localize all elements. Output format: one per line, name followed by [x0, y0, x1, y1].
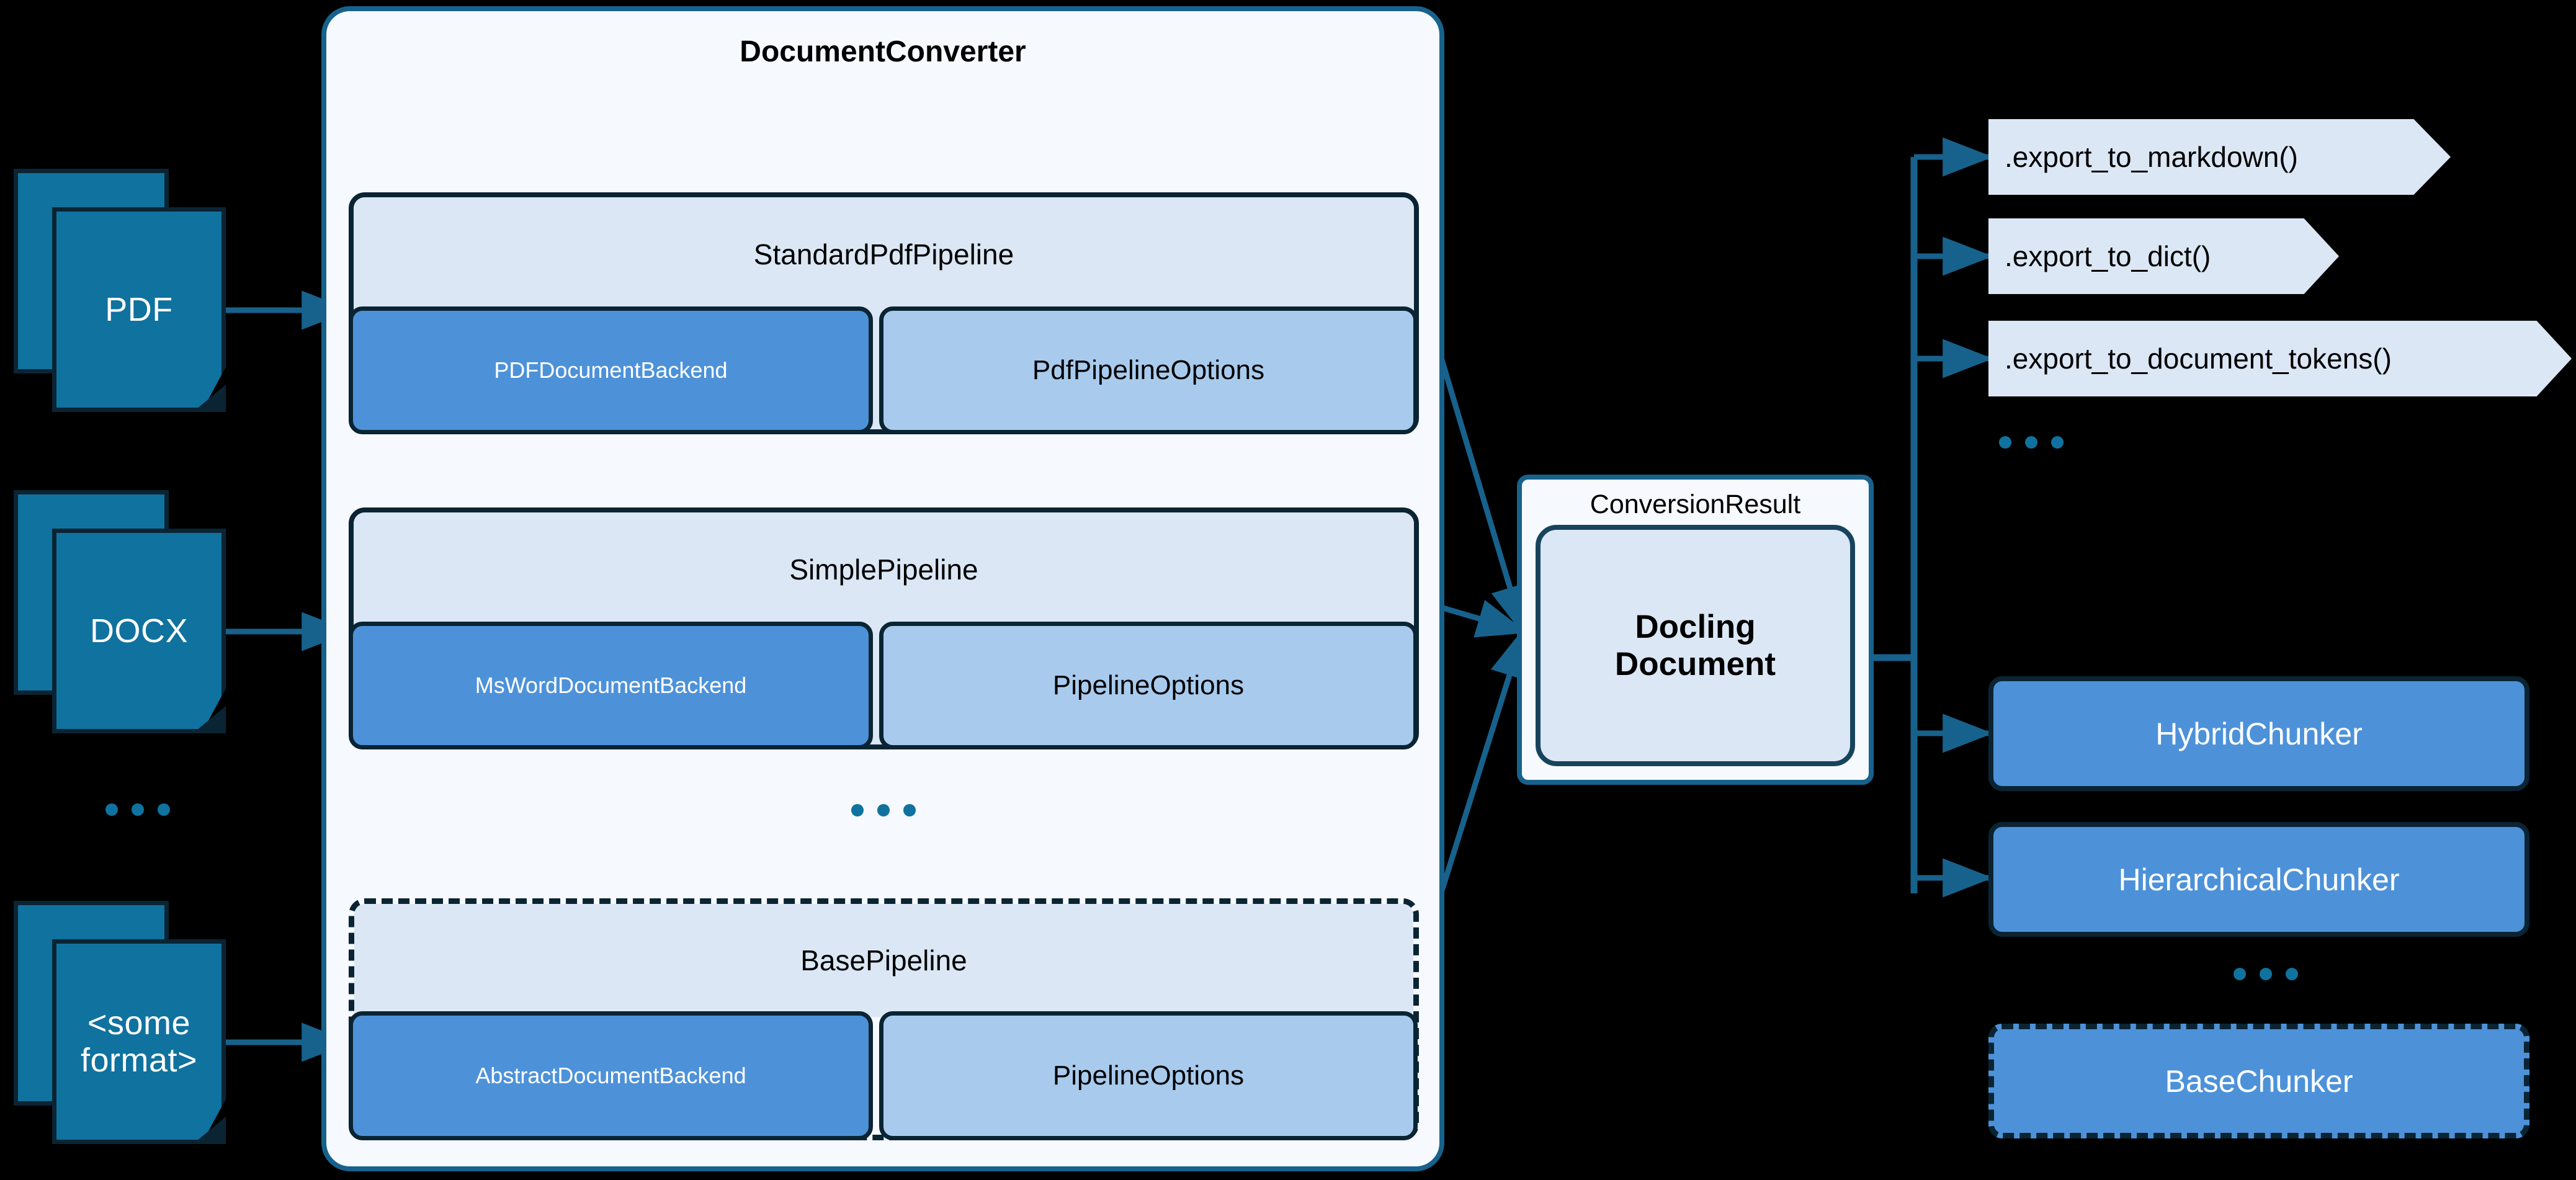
doc-front-sheet: PDF	[52, 207, 226, 412]
dot-icon	[903, 804, 916, 816]
pipeline-base[interactable]: BasePipeline AbstractDocumentBackend Pip…	[349, 898, 1419, 1140]
pipeline-options-slot[interactable]: PipelineOptions	[879, 1011, 1418, 1140]
pipeline-name: BasePipeline	[354, 904, 1413, 1017]
dot-icon	[1999, 436, 2011, 449]
pipeline-simple[interactable]: SimplePipeline MsWordDocumentBackend Pip…	[349, 507, 1419, 749]
chunkers-ellipsis	[2234, 968, 2298, 980]
conversion-result-box[interactable]: ConversionResult Docling Document	[1517, 475, 1874, 785]
dot-icon	[877, 804, 890, 816]
dot-icon	[2260, 968, 2272, 980]
input-document-label: PDF	[105, 290, 173, 328]
export-to-document-tokens-shape[interactable]: .export_to_document_tokens()	[1988, 321, 2572, 396]
export-to-markdown-shape[interactable]: .export_to_markdown()	[1988, 119, 2451, 195]
dot-icon	[132, 803, 144, 816]
export-to-dict-shape[interactable]: .export_to_dict()	[1988, 218, 2339, 294]
dot-icon	[2025, 436, 2037, 449]
docling-document-line1: Docling	[1635, 609, 1756, 646]
chunker-hierarchical[interactable]: HierarchicalChunker	[1988, 822, 2529, 937]
page-fold-icon	[193, 706, 226, 733]
page-fold-icon	[193, 1117, 226, 1144]
dot-icon	[851, 804, 864, 816]
input-document-label-line2: format>	[80, 1042, 198, 1079]
converter-ellipsis	[851, 804, 916, 816]
dot-icon	[158, 803, 170, 816]
pipeline-backend-slot[interactable]: MsWordDocumentBackend	[349, 622, 873, 749]
chunker-base[interactable]: BaseChunker	[1988, 1024, 2529, 1138]
input-ellipsis	[105, 803, 170, 816]
pipeline-slots: MsWordDocumentBackend PipelineOptions	[349, 622, 1418, 749]
input-document-docx[interactable]: DOCX	[14, 490, 226, 738]
input-document-label-line1: <some	[87, 1004, 191, 1042]
page-fold-icon	[193, 385, 226, 412]
pipeline-name: StandardPdfPipeline	[354, 197, 1414, 311]
pipeline-name: SimplePipeline	[354, 512, 1414, 627]
docling-document-box[interactable]: Docling Document	[1536, 525, 1855, 766]
input-document-label: <some format>	[74, 1004, 203, 1079]
chunker-hybrid[interactable]: HybridChunker	[1988, 676, 2529, 791]
exports-ellipsis	[1999, 436, 2064, 449]
dot-icon	[105, 803, 118, 816]
dot-icon	[2286, 968, 2298, 980]
input-document-pdf[interactable]: PDF	[14, 169, 226, 417]
pipeline-slots: PDFDocumentBackend PdfPipelineOptions	[349, 306, 1418, 434]
pipeline-backend-slot[interactable]: AbstractDocumentBackend	[349, 1011, 873, 1140]
input-document-some-format[interactable]: <some format>	[14, 901, 226, 1149]
pipeline-options-slot[interactable]: PdfPipelineOptions	[879, 306, 1418, 434]
pipeline-options-slot[interactable]: PipelineOptions	[879, 622, 1418, 749]
pipeline-slots: AbstractDocumentBackend PipelineOptions	[349, 1011, 1418, 1140]
doc-front-sheet: DOCX	[52, 529, 226, 733]
page-title: DocumentConverter	[740, 35, 1026, 68]
docling-document-line2: Document	[1614, 645, 1776, 682]
doc-front-sheet: <some format>	[52, 939, 226, 1144]
pipeline-backend-slot[interactable]: PDFDocumentBackend	[349, 306, 873, 434]
dot-icon	[2051, 436, 2064, 449]
dot-icon	[2234, 968, 2246, 980]
docling-document-label: Docling Document	[1615, 609, 1776, 682]
input-document-label: DOCX	[89, 612, 188, 650]
pipeline-standard-pdf[interactable]: StandardPdfPipeline PDFDocumentBackend P…	[349, 192, 1419, 434]
conversion-result-label: ConversionResult	[1590, 489, 1801, 519]
